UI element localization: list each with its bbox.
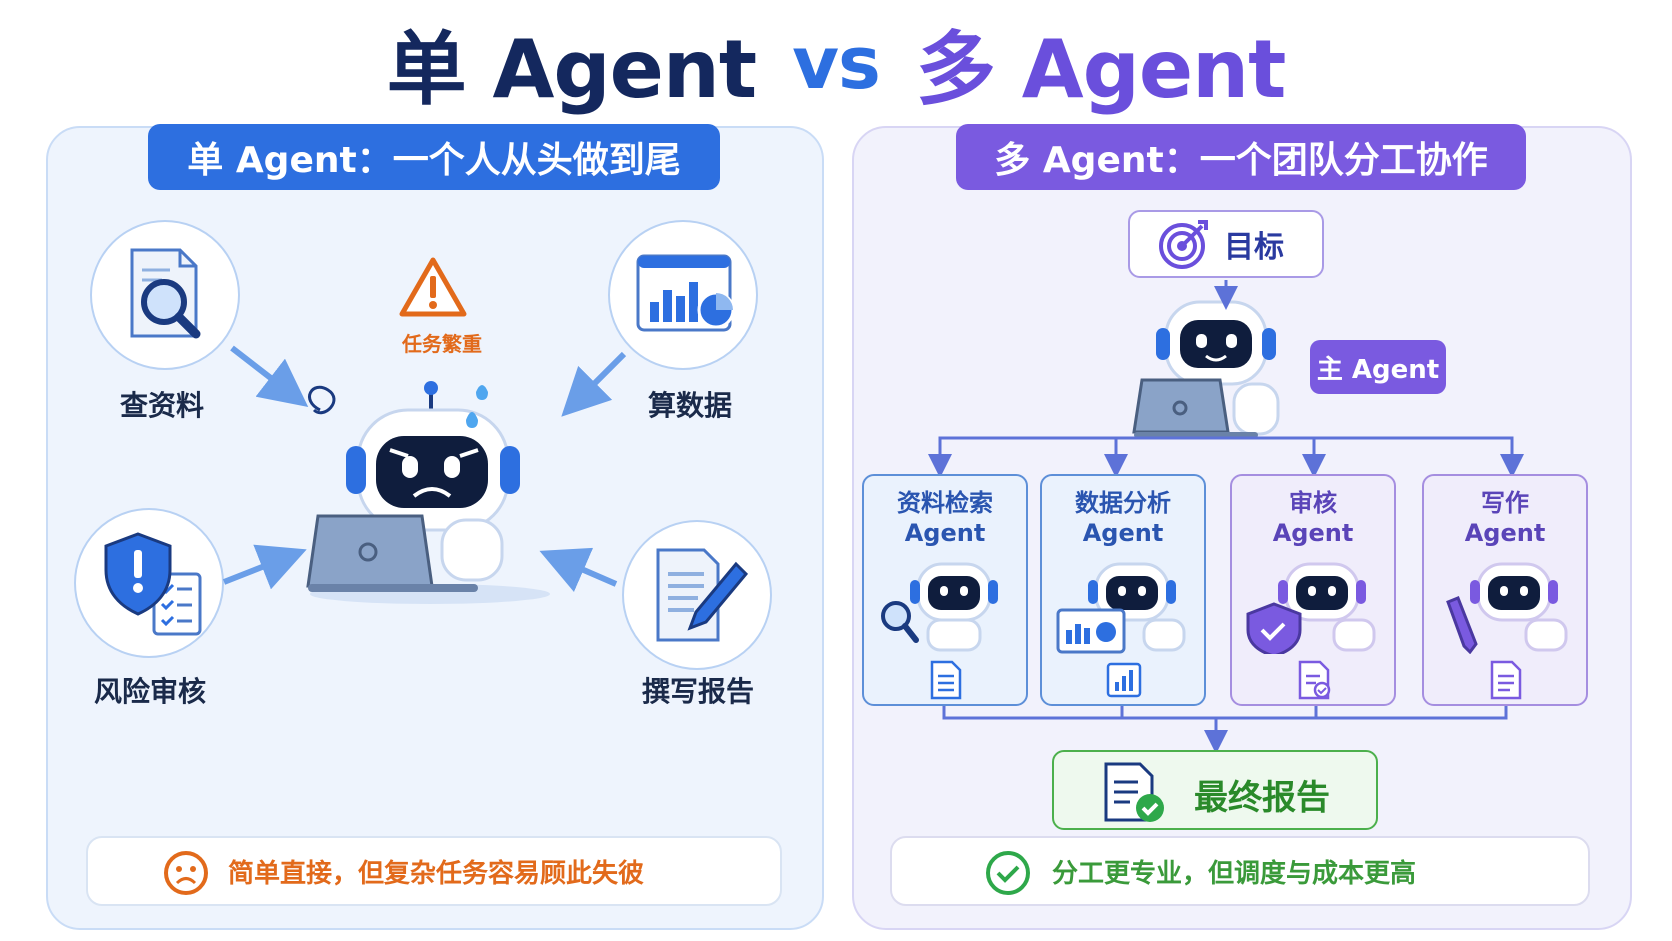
sad-face-icon xyxy=(164,851,208,895)
multi-agent-summary: 分工更专业，但调度与成本更高 xyxy=(890,836,1590,906)
writing-circle xyxy=(622,520,772,670)
title-multi-agent: 多 Agent xyxy=(915,23,1286,116)
main-title: 单 Agent vs 多 Agent xyxy=(0,18,1672,116)
bar-chart-document-icon xyxy=(1106,662,1142,698)
sub-agent-review-name: 审核 Agent xyxy=(1272,489,1354,547)
warning-icon xyxy=(399,257,467,317)
sub-agent-research-name: 资料检索 Agent xyxy=(897,489,993,547)
document-search-icon xyxy=(130,248,201,339)
list-document-icon xyxy=(930,660,962,700)
shield-checklist-icon xyxy=(104,532,202,636)
sub-agent-review-card: 审核 Agent xyxy=(1230,474,1396,706)
target-icon xyxy=(1159,220,1208,269)
task-research-label: 查资料 xyxy=(119,389,204,422)
goal-text: 目标 xyxy=(1224,230,1284,265)
risk-circle xyxy=(74,508,224,658)
task-compute-label: 算数据 xyxy=(647,389,732,422)
main-agent-pill: 主 Agent xyxy=(1310,340,1446,394)
text-document-icon xyxy=(1490,660,1522,700)
multi-agent-summary-text: 分工更专业，但调度与成本更高 xyxy=(1052,858,1417,889)
goal-box: 目标 xyxy=(1128,210,1324,278)
review-robot-icon xyxy=(1246,562,1376,654)
research-circle xyxy=(90,220,240,370)
sub-agent-writing-card: 写作 Agent xyxy=(1422,474,1588,706)
final-report-text: 最终报告 xyxy=(1194,778,1330,818)
sub-agent-analysis-name: 数据分析 Agent xyxy=(1075,489,1171,547)
task-risk-label: 风险审核 xyxy=(93,675,206,708)
chart-dashboard-icon xyxy=(636,254,735,332)
stressed-robot-icon xyxy=(306,381,550,604)
single-agent-summary-text: 简单直接，但复杂任务容易顾此失彼 xyxy=(228,858,645,889)
title-vs: vs xyxy=(792,21,881,105)
final-report-box: 最终报告 xyxy=(1052,750,1378,830)
report-check-icon xyxy=(1104,762,1164,822)
multi-agent-header: 多 Agent：一个团队分工协作 xyxy=(956,124,1526,190)
warning-label: 任务繁重 xyxy=(402,332,482,356)
sub-agent-analysis-card: 数据分析 Agent xyxy=(1040,474,1206,706)
single-agent-summary: 简单直接，但复杂任务容易顾此失彼 xyxy=(86,836,782,906)
sub-agent-research-card: 资料检索 Agent xyxy=(862,474,1028,706)
task-writing-label: 撰写报告 xyxy=(641,675,754,708)
check-document-icon xyxy=(1298,660,1331,700)
document-pen-icon xyxy=(656,548,749,642)
single-agent-header: 单 Agent：一个人从头做到尾 xyxy=(148,124,720,190)
main-agent-robot-icon xyxy=(1132,300,1280,438)
sub-agent-writing-name: 写作 Agent xyxy=(1464,489,1546,547)
compute-circle xyxy=(608,220,758,370)
writing-robot-icon xyxy=(1446,562,1568,654)
analysis-robot-icon xyxy=(1056,562,1186,654)
check-circle-icon xyxy=(986,851,1030,895)
title-single-agent: 单 Agent xyxy=(386,23,757,116)
research-robot-icon xyxy=(881,562,998,652)
